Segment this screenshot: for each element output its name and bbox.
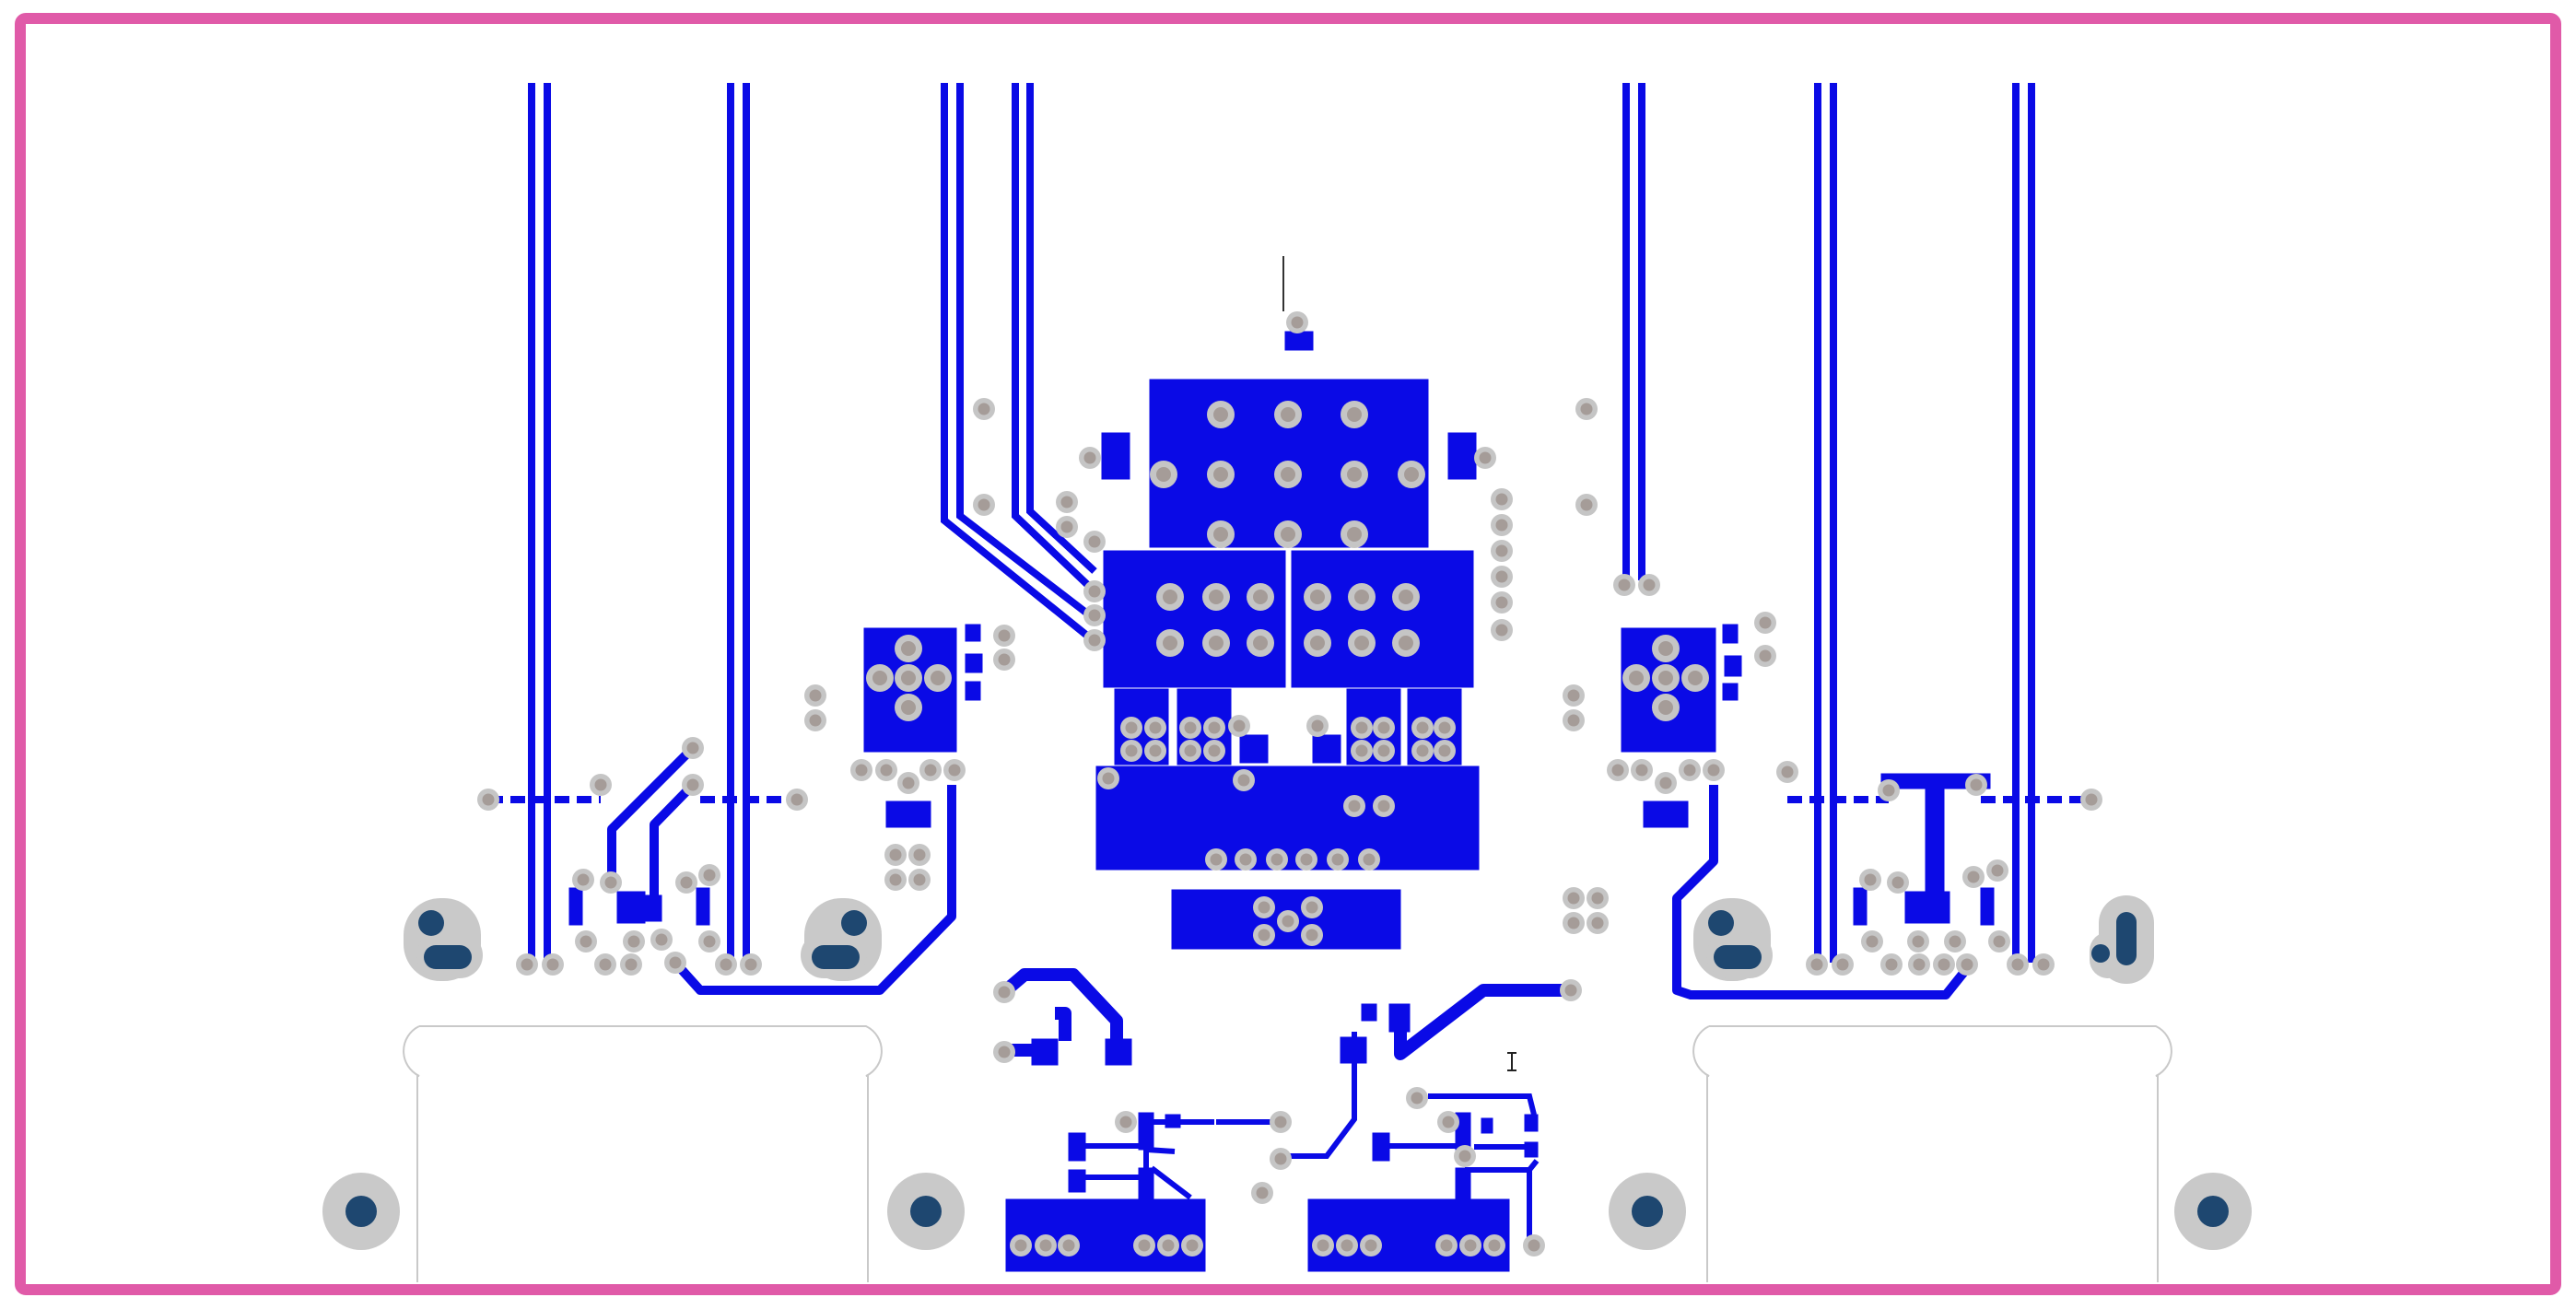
mechanical-outlines: [403, 1025, 2172, 1282]
copper-layer: [488, 83, 2091, 1272]
connector-slot-pads: [404, 895, 2154, 984]
signal-trace-pairs: [528, 83, 2035, 963]
text-cursor-icon: [1507, 1052, 1516, 1071]
mounting-holes: [322, 1173, 2252, 1250]
board-outline: [15, 13, 2561, 1295]
